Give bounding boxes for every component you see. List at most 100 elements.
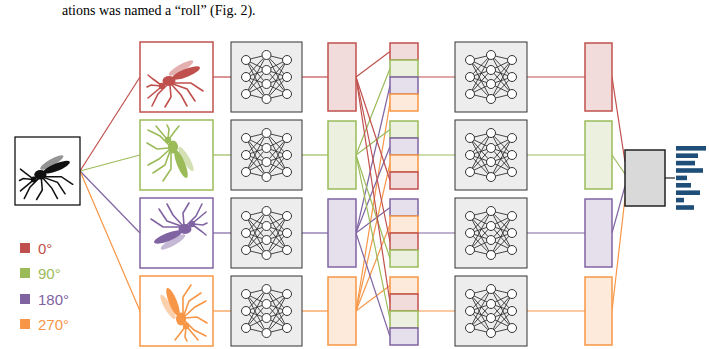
rolled-segment (390, 233, 418, 250)
roll-line (356, 155, 390, 259)
network-neuron (508, 229, 517, 238)
flow-line (527, 232, 585, 233)
flow-line (418, 232, 455, 233)
network-neuron (262, 129, 271, 138)
rolled-segment (390, 250, 418, 267)
network-neuron (262, 314, 271, 323)
network-neuron (466, 229, 475, 238)
network-neuron (283, 307, 292, 316)
output-vector (585, 121, 612, 189)
legend-text: 180° (38, 291, 69, 308)
flow-line (213, 232, 231, 233)
rolled-segment (390, 121, 418, 138)
rotation-line (80, 171, 140, 233)
output-bar (676, 183, 691, 188)
network-neuron (262, 144, 271, 153)
network-neuron (262, 158, 271, 167)
network-block (455, 120, 527, 190)
legend-swatch (20, 243, 30, 253)
mosquito-abdomen (164, 287, 183, 318)
network-neuron (466, 324, 475, 333)
rolled-segment (390, 172, 418, 189)
network-neuron (466, 90, 475, 99)
pool-line (612, 186, 625, 233)
mosquito-abdomen (153, 228, 184, 247)
network-box (231, 42, 302, 112)
network-neuron (508, 90, 517, 99)
mosquito-leg (167, 125, 169, 139)
rolled-segment (390, 199, 418, 216)
flow-line (302, 310, 328, 311)
mosquito-leg (165, 85, 171, 107)
mosquito-leg (163, 152, 171, 181)
rotated-image-box (140, 198, 213, 268)
network-neuron (466, 151, 475, 160)
roll-line (356, 77, 390, 303)
network-neuron (262, 51, 271, 60)
output-bar (676, 190, 700, 195)
output-bar (676, 176, 687, 181)
legend-entry: 0° (38, 240, 52, 258)
mosquito-leg (24, 178, 39, 199)
network-neuron (283, 73, 292, 82)
roll-line (356, 286, 390, 312)
input-image-box (15, 137, 80, 205)
network-neuron (508, 307, 517, 316)
network-block (231, 276, 302, 346)
mosquito-leg (148, 130, 170, 146)
rotated-image-box (140, 276, 213, 346)
network-neuron (487, 300, 496, 309)
network-neuron (262, 236, 271, 245)
network-neuron (508, 168, 517, 177)
network-neuron (242, 168, 251, 177)
mosquito-figure (151, 203, 207, 252)
pool-line (612, 77, 625, 162)
rolled-segment (390, 94, 418, 111)
legend-swatch (20, 319, 30, 329)
network-neuron (508, 246, 517, 255)
rotation-line (80, 77, 140, 171)
mosquito-leg (185, 317, 207, 323)
network-neuron (487, 222, 496, 231)
caption-fragment: ations was named a “roll” (Fig. 2). (62, 1, 256, 19)
output-vector (585, 277, 612, 345)
network-neuron (487, 329, 496, 338)
mosquito-leg (173, 84, 195, 101)
network-block (455, 276, 527, 346)
flow-line (418, 76, 455, 77)
legend-text: 90° (38, 265, 61, 282)
rolled-segment (390, 77, 418, 94)
network-neuron (283, 212, 292, 221)
mosquito-leg (174, 83, 203, 91)
rolled-segment (390, 311, 418, 328)
caption-text: ations was named a “roll” (Fig. 2). (62, 3, 256, 18)
flow-line (213, 76, 231, 77)
network-neuron (466, 212, 475, 221)
mosquito-figure (158, 285, 207, 341)
mosquito-leg (153, 151, 170, 173)
legend-swatch (20, 268, 30, 278)
mosquito-abdomen (42, 158, 71, 176)
mosquito-leg (147, 85, 161, 87)
network-neuron (262, 66, 271, 75)
network-neuron (262, 329, 271, 338)
network-neuron (242, 324, 251, 333)
flow-line (213, 154, 231, 155)
mosquito-abdomen (172, 149, 191, 180)
network-neuron (283, 290, 292, 299)
network-neuron (466, 307, 475, 316)
pooling-box (625, 150, 665, 206)
pool-line (612, 198, 625, 311)
network-neuron (242, 246, 251, 255)
mosquito-leg (37, 179, 43, 200)
network-neuron (283, 90, 292, 99)
network-neuron (262, 300, 271, 309)
network-neuron (283, 324, 292, 333)
pool-line (612, 155, 625, 174)
network-neuron (466, 246, 475, 255)
network-neuron (487, 66, 496, 75)
flow-line (665, 177, 675, 178)
rotation-line (80, 155, 140, 171)
roll-line (356, 155, 390, 320)
